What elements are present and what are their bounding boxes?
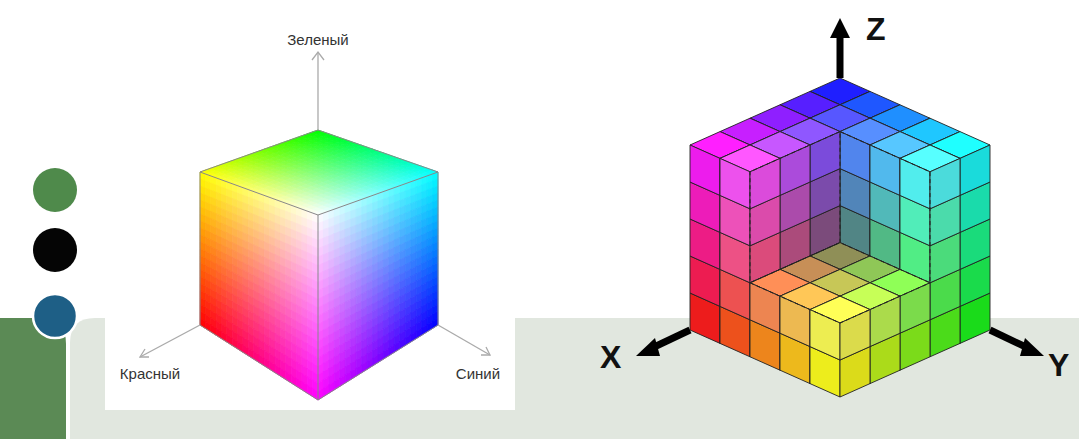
dot-green	[33, 168, 77, 212]
left-panel	[105, 0, 515, 410]
cube-edge	[200, 325, 318, 400]
voxel-cube	[690, 78, 990, 397]
dot-blue	[33, 294, 77, 338]
cube-facet	[810, 310, 840, 360]
cube-edge	[200, 172, 201, 325]
cube-edge	[200, 172, 318, 215]
cube-facet	[960, 145, 990, 195]
rgb-cube	[200, 130, 438, 400]
axis-letter: Y	[1048, 348, 1069, 383]
cube-facet	[870, 145, 900, 195]
cube-facet	[840, 310, 870, 360]
axis-label: Красный	[120, 366, 180, 383]
cube-facet	[750, 158, 780, 208]
cutout-outline	[750, 132, 930, 323]
cube-facet	[900, 283, 930, 333]
rgb-axes	[140, 52, 490, 357]
cube-edge	[318, 325, 438, 400]
cube-edge	[318, 172, 438, 215]
cube-facet	[690, 145, 720, 195]
axis-label: Синий	[456, 366, 500, 383]
cube-edge	[318, 215, 319, 400]
axis-letter: X	[600, 340, 621, 375]
cube-facet	[750, 283, 780, 333]
axis-label: Зеленый	[287, 32, 348, 49]
dot-black	[33, 228, 77, 272]
cube-edge	[200, 130, 318, 172]
cube-edge	[438, 172, 439, 325]
cube-facet	[840, 132, 870, 182]
cube-facet	[930, 158, 960, 208]
cube-facet	[870, 296, 900, 346]
xyz-axes	[636, 18, 1044, 356]
cube-facet	[780, 296, 810, 346]
cube-edge	[318, 130, 438, 172]
cube-facet	[720, 158, 750, 208]
cube-facet	[810, 132, 840, 182]
axis-letter: Z	[866, 12, 886, 47]
cube-facet	[900, 158, 930, 208]
cube-facet	[780, 145, 810, 195]
